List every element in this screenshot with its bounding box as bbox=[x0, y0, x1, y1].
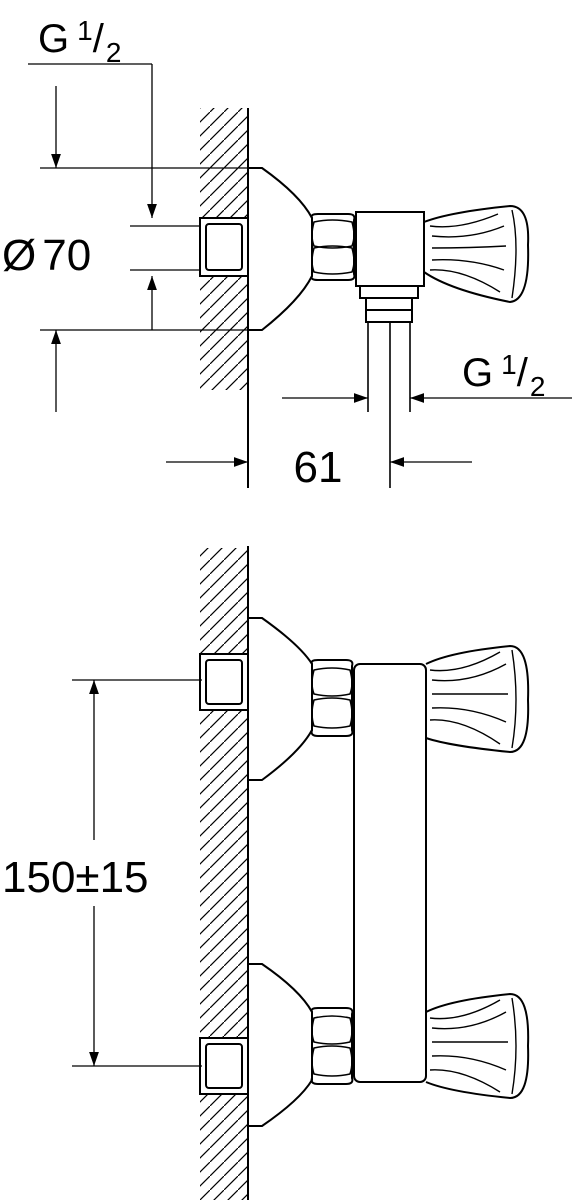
escutcheon-top bbox=[248, 167, 313, 331]
lower-escutcheon bbox=[248, 963, 313, 1127]
lower-inlet-fitting bbox=[199, 1037, 249, 1095]
outlet-pipe bbox=[367, 322, 411, 488]
inlet-fitting bbox=[199, 217, 249, 277]
handle-top bbox=[423, 204, 530, 304]
hex-nut-top bbox=[310, 213, 356, 281]
center-distance-label: 150±15 bbox=[2, 853, 149, 902]
upper-escutcheon bbox=[248, 617, 313, 781]
projection-dimension: 61 bbox=[166, 443, 472, 492]
upper-inlet-fitting bbox=[199, 653, 249, 711]
upper-hex-nut bbox=[310, 659, 354, 737]
center-distance-dimension: 150±15 bbox=[2, 679, 202, 1067]
lower-handle bbox=[425, 992, 530, 1100]
front-view: 150±15 bbox=[2, 546, 530, 1200]
valve-body-front bbox=[353, 663, 427, 1083]
wall-hatching-top bbox=[200, 108, 249, 488]
upper-handle bbox=[425, 644, 530, 754]
valve-body-top bbox=[355, 211, 425, 323]
projection-label: 61 bbox=[294, 443, 343, 492]
wall-hatching-front bbox=[200, 546, 249, 1200]
lower-hex-nut bbox=[310, 1007, 354, 1085]
